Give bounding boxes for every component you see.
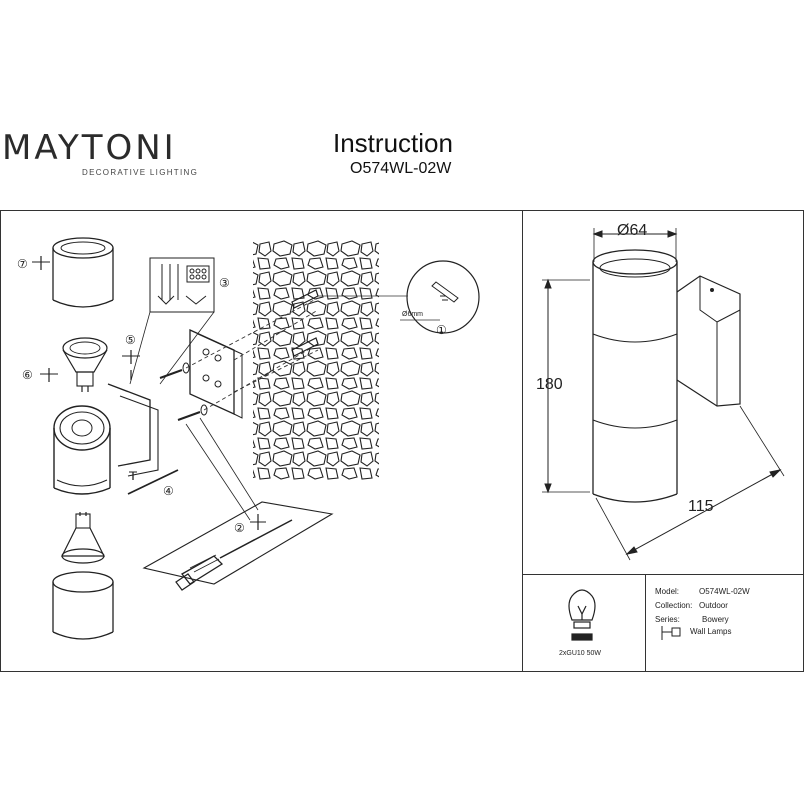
spec-model-value: O574WL-02W [699,587,750,596]
spec-type-value: Wall Lamps [690,627,732,636]
bottom-shade [52,571,114,640]
spec-series-key: Series: [655,615,680,624]
document-title: Instruction [333,128,453,158]
screwdriver-panel [142,501,334,591]
mounting-plate [189,328,243,419]
bulb-label: 2xGU10 50W [559,650,602,657]
wall-lamp-icon [661,626,681,640]
horizontal-divider [522,574,804,575]
spec-divider [645,574,646,672]
spec-model-key: Model: [655,587,680,596]
brand-logo: MAYTONI [2,128,177,168]
dimension-drawing [542,228,785,561]
screws-and-washers [159,362,208,421]
vertical-divider [522,210,523,672]
step-3-label: ③ [219,276,230,290]
step-1-label: ① [436,323,447,337]
document-model: O574WL-02W [350,160,452,177]
step-6-label: ⑥ [22,368,33,382]
gu10-bulb-top [62,337,108,392]
screw-icon-2 [250,514,266,530]
step-4-label: ④ [163,484,174,498]
bulb-icon [568,589,596,641]
spec-series-value: Bowery [702,615,729,624]
step-7-label: ⑦ [17,257,28,271]
screw-icon-5 [122,350,140,380]
wiring-detail [149,257,215,313]
screw-icon-6 [40,368,58,382]
gu10-bulb-bottom [61,512,105,564]
diameter-label: Ø64 [617,222,648,239]
depth-label: 115 [688,498,714,515]
spec-collection-key: Collection: [655,601,693,610]
allen-key [127,469,179,495]
lamp-body [53,383,159,495]
step-2-label: ② [234,521,245,535]
screw-icon-7 [32,256,50,270]
height-label: 180 [536,376,563,393]
stone-wall [253,240,379,480]
top-shade [52,237,114,308]
brand-tagline: DECORATIVE LIGHTING [82,168,199,177]
drill-guide-lines [185,297,319,411]
drill-magnifier [318,260,480,334]
step-5-label: ⑤ [125,333,136,347]
spec-collection-value: Outdoor [699,601,728,610]
small-screw-bottom [129,471,137,480]
drill-size-label: Ø6mm [402,311,423,318]
